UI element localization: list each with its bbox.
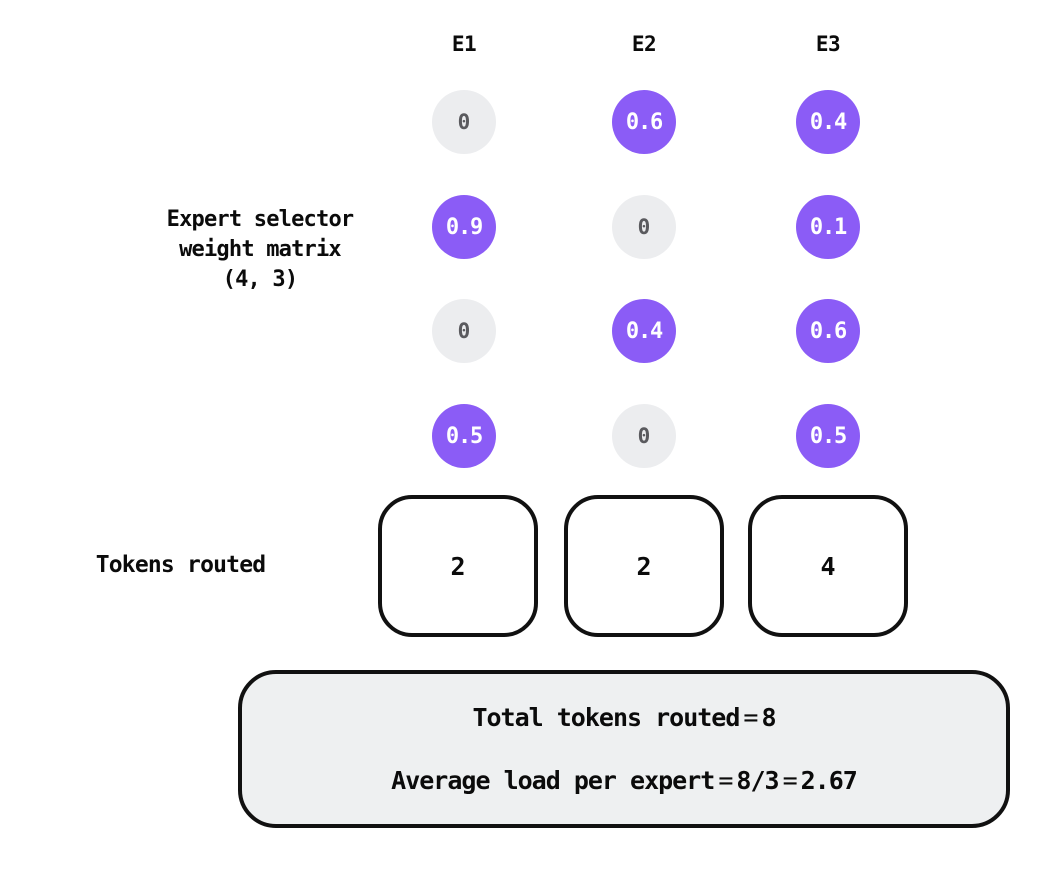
matrix-label-line-2: weight matrix [179, 237, 342, 262]
column-header-e2: E2 [631, 32, 657, 56]
matrix-cell-r2-e3: 0.1 [796, 195, 860, 259]
summary-total-equals: = [743, 703, 758, 732]
matrix-cell-r4-e1: 0.5 [432, 404, 496, 468]
matrix-label: Expert selector weight matrix (4, 3) [60, 205, 460, 295]
matrix-cell-r1-e1: 0 [432, 90, 496, 154]
tokens-routed-label: Tokens routed [95, 552, 266, 578]
matrix-cell-r1-e2: 0.6 [612, 90, 676, 154]
summary-average-equals-1: = [718, 766, 733, 795]
matrix-cell-r2-e2: 0 [612, 195, 676, 259]
matrix-cell-r1-e3: 0.4 [796, 90, 860, 154]
tokens-routed-box-e3: 4 [748, 495, 908, 637]
column-header-e1: E1 [451, 32, 477, 56]
summary-total-label: Total tokens routed [472, 703, 740, 732]
summary-average-label: Average load per expert [391, 766, 715, 795]
summary-total-value: 8 [761, 703, 776, 732]
matrix-cell-r3-e3: 0.6 [796, 299, 860, 363]
matrix-cell-r3-e1: 0 [432, 299, 496, 363]
matrix-cell-r3-e2: 0.4 [612, 299, 676, 363]
summary-average-line: Average load per expert=8/3=2.67 [391, 766, 858, 795]
matrix-label-line-3: (4, 3) [222, 267, 298, 292]
matrix-cell-r2-e1: 0.9 [432, 195, 496, 259]
matrix-cell-r4-e2: 0 [612, 404, 676, 468]
summary-average-value: 2.67 [800, 766, 858, 795]
summary-average-fraction: 8/3 [736, 766, 779, 795]
matrix-label-line-1: Expert selector [166, 207, 354, 232]
summary-total-line: Total tokens routed=8 [472, 703, 776, 732]
tokens-routed-box-e1: 2 [378, 495, 538, 637]
matrix-cell-r4-e3: 0.5 [796, 404, 860, 468]
tokens-routed-box-e2: 2 [564, 495, 724, 637]
summary-average-equals-2: = [782, 766, 798, 795]
summary-panel: Total tokens routed=8 Average load per e… [238, 670, 1010, 828]
column-header-e3: E3 [815, 32, 841, 56]
